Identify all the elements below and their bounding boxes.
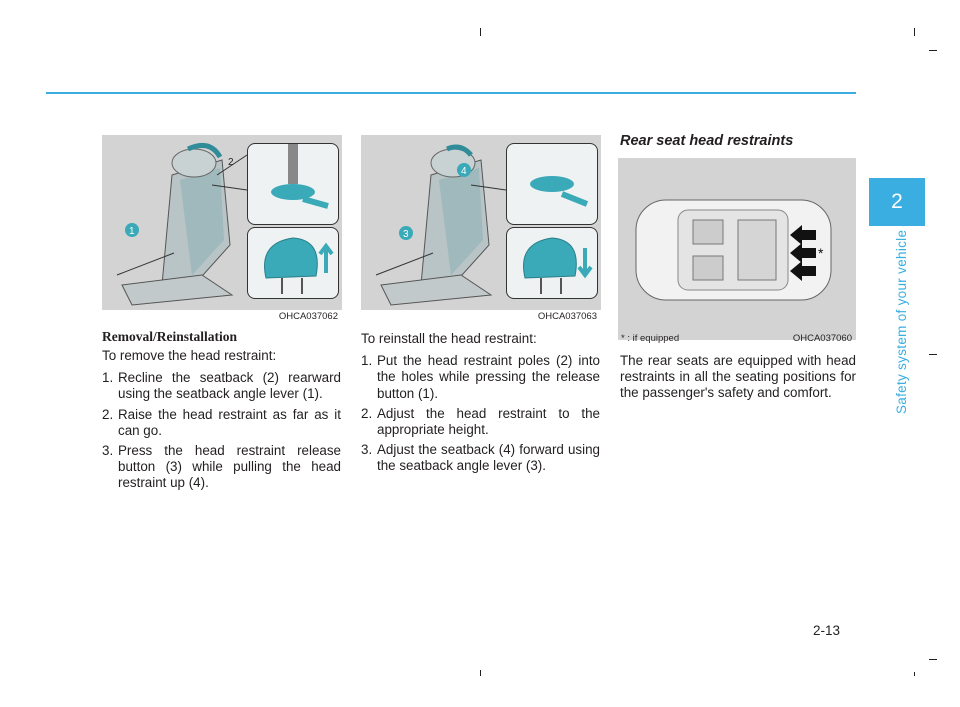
step-number: 1. [102,370,114,386]
crop-mark-right-mid [929,354,937,355]
crop-mark-right-upper [929,50,937,51]
list-item: 1. Recline the seatback (2) rearward usi… [102,370,341,402]
inset-release-button [247,143,339,225]
crop-mark-right-lower [929,659,937,660]
svg-text:*: * [818,245,824,261]
chapter-title: Safety system of your vehicle [878,230,909,422]
chapter-title-text: Safety system of your vehicle [894,229,909,414]
inset-head-restraint [506,227,598,299]
car-topview-illustration: * [635,199,832,301]
seat-removal-illustration: 1 2 3 4 [116,142,307,306]
section-heading: Rear seat head restraints [620,133,794,149]
figure-head-restraint-reinstall: 1 2 3 4 OHCA037063 [361,135,601,322]
list-item: 2. Adjust the head restraint to the appr… [361,406,600,438]
list-item: 2. Raise the head restraint as far as it… [102,407,341,439]
figure-head-restraint-removal: 1 2 3 4 OHCA037062 [102,135,342,322]
crop-mark-top-right [914,28,915,36]
step-text: Press the head restraint release button … [118,443,341,491]
step-text: Put the head restraint poles (2) into th… [377,353,600,401]
crop-mark-bottom [480,670,481,676]
step-text: Adjust the head restraint to the appropr… [377,405,600,438]
callout-4: 4 [461,166,467,177]
step-text: Adjust the seatback (4) forward using th… [377,442,600,474]
crop-mark-bottom-right [914,672,915,676]
step-text: Raise the head restraint as far as it ca… [118,406,341,438]
section-heading: Removal/Reinstallation [102,329,237,344]
inset-release-button [506,143,598,225]
column-1-text: To remove the head restraint: 1. Recline… [102,348,341,496]
crop-mark-top [480,28,481,36]
figure-note: * : if equipped [621,333,680,344]
column-3-text: The rear seats are equipped with head re… [620,353,856,401]
list-item: 3. Adjust the seatback (4) forward using… [361,442,600,474]
step-text: Recline the seatback (2) rearward using … [118,370,341,402]
figure-rear-seat-restraints: * * : if equipped OHCA037060 [618,158,856,344]
intro-text: To remove the head restraint: [102,348,277,363]
figure-code: OHCA037062 [278,311,338,322]
step-number: 3. [102,443,114,459]
list-item: 1. Put the head restraint poles (2) into… [361,353,600,402]
step-number: 1. [361,353,373,369]
list-item: 3. Press the head restraint release butt… [102,443,341,492]
chapter-tab: 2 [869,178,925,226]
callout-2: 2 [228,157,234,168]
callout-3: 3 [403,229,409,240]
figure-code: OHCA037060 [792,333,852,344]
step-number: 2. [361,405,373,421]
step-number: 3. [361,442,373,458]
page-number: 2-13 [813,623,841,638]
intro-text: To reinstall the head restraint: [361,331,537,346]
figure-code: OHCA037063 [537,311,597,322]
inset-head-restraint [247,227,339,299]
header-rule [46,92,856,94]
step-number: 2. [102,406,114,422]
callout-1: 1 [129,226,135,237]
column-2-text: To reinstall the head restraint: 1. Put … [361,331,600,479]
